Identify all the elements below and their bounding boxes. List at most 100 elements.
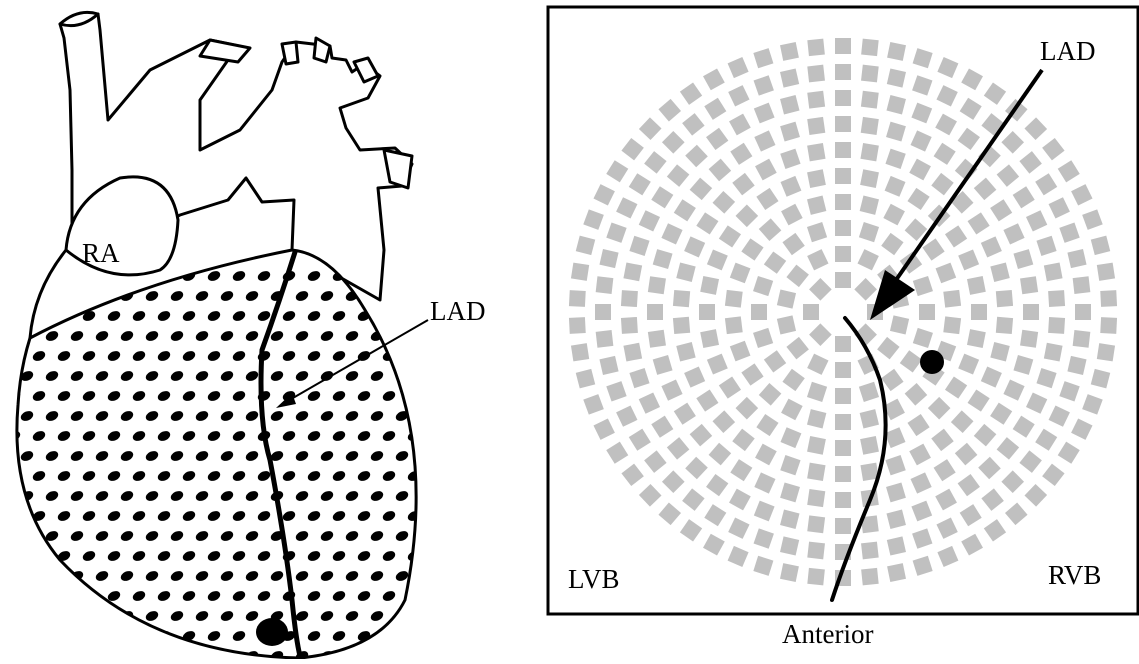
electrode-dot xyxy=(81,629,97,643)
electrode-square xyxy=(725,316,743,334)
electrode-square xyxy=(647,304,663,320)
electrode-square xyxy=(919,304,935,320)
electrode-square xyxy=(807,169,826,188)
electrode-square xyxy=(596,276,614,294)
electrode-dot xyxy=(19,529,35,543)
electrode-dot xyxy=(169,649,185,659)
electrode-square xyxy=(803,304,819,320)
electrode-square xyxy=(996,290,1013,307)
electrode-square xyxy=(1048,317,1065,334)
electrode-square xyxy=(569,290,586,307)
electrode-square xyxy=(861,65,879,83)
electrode-dot xyxy=(431,589,447,603)
electrode-dot xyxy=(6,549,22,563)
electrode-dot xyxy=(6,309,22,323)
electrode-square xyxy=(887,42,906,61)
electrode-square xyxy=(861,91,879,109)
electrode-square xyxy=(835,194,851,210)
electrode-square xyxy=(699,304,715,320)
electrode-dot xyxy=(344,649,360,659)
electrode-square xyxy=(1023,304,1039,320)
electrode-square xyxy=(807,463,825,481)
electrode-square xyxy=(835,362,851,378)
electrode-dot xyxy=(56,589,72,603)
electrode-square xyxy=(943,290,961,308)
electrode-dot xyxy=(44,569,60,583)
electrode-square xyxy=(648,276,666,294)
electrode-square xyxy=(623,263,642,282)
electrode-dot xyxy=(44,289,60,303)
electrode-dot xyxy=(444,569,460,583)
electrode-dot xyxy=(31,589,47,603)
electrode-dot xyxy=(6,509,22,523)
electrode-square xyxy=(835,142,851,158)
electrode-square xyxy=(807,489,825,507)
electrode-square xyxy=(967,276,986,295)
electrode-square xyxy=(807,143,825,161)
electrode-dot xyxy=(444,329,460,343)
electrode-square xyxy=(835,466,851,482)
electrode-dot xyxy=(194,649,210,659)
vessel-tip-5 xyxy=(314,38,330,62)
electrode-dot xyxy=(119,649,135,659)
heart-drawing: RA LAD xyxy=(6,12,485,659)
apex-marker xyxy=(256,618,288,646)
electrode-square xyxy=(835,220,851,236)
electrode-dot xyxy=(19,289,35,303)
electrode-square xyxy=(571,343,589,361)
electrode-square xyxy=(996,317,1013,334)
electrode-square xyxy=(835,90,851,106)
electrode-square xyxy=(807,117,825,135)
polar-map: LAD LVB RVB Anterior xyxy=(548,7,1138,649)
electrode-dot xyxy=(406,589,422,603)
electrode-square xyxy=(1097,343,1115,361)
electrode-dot xyxy=(69,289,85,303)
electrode-square xyxy=(1075,304,1091,320)
electrode-dot xyxy=(444,649,460,659)
electrode-square xyxy=(1020,330,1038,348)
electrode-dot xyxy=(431,349,447,363)
electrode-square xyxy=(860,436,879,455)
electrode-dot xyxy=(431,429,447,443)
electrode-dot xyxy=(431,469,447,483)
electrode-dot xyxy=(81,269,97,283)
electrode-dot xyxy=(444,449,460,463)
electrode-square xyxy=(835,64,851,80)
electrode-square xyxy=(967,329,986,348)
electrode-square xyxy=(943,316,961,334)
electrode-dot xyxy=(6,629,22,643)
electrode-dot xyxy=(369,649,385,659)
electrode-square xyxy=(861,117,879,135)
electrode-square xyxy=(1073,276,1091,294)
electrode-square xyxy=(861,39,879,57)
label-anterior: Anterior xyxy=(782,619,873,649)
electrode-dot xyxy=(31,549,47,563)
electrode-dot xyxy=(44,609,60,623)
electrode-square xyxy=(700,329,719,348)
electrode-dot xyxy=(69,649,85,659)
label-lad-heart: LAD xyxy=(430,296,486,326)
electrode-square xyxy=(861,568,879,586)
electrode-square xyxy=(807,436,826,455)
electrode-dot xyxy=(419,409,435,423)
electrode-square xyxy=(751,304,767,320)
electrode-square xyxy=(807,568,825,586)
electrode-square xyxy=(623,343,642,362)
electrode-square xyxy=(1100,317,1117,334)
electrode-dot xyxy=(144,649,160,659)
electrode-dot xyxy=(131,629,147,643)
electrode-square xyxy=(780,563,799,582)
electrode-square xyxy=(673,290,690,307)
electrode-dot xyxy=(406,309,422,323)
electrode-square xyxy=(807,65,825,83)
electrode-square xyxy=(621,290,638,307)
electrode-square xyxy=(835,168,851,184)
electrode-dot xyxy=(381,629,397,643)
vessel-tip-4 xyxy=(282,42,298,64)
electrode-square xyxy=(860,143,878,161)
electrode-dot xyxy=(106,629,122,643)
electrode-dot xyxy=(419,329,435,343)
electrode-square xyxy=(648,330,666,348)
electrode-dot xyxy=(406,629,422,643)
